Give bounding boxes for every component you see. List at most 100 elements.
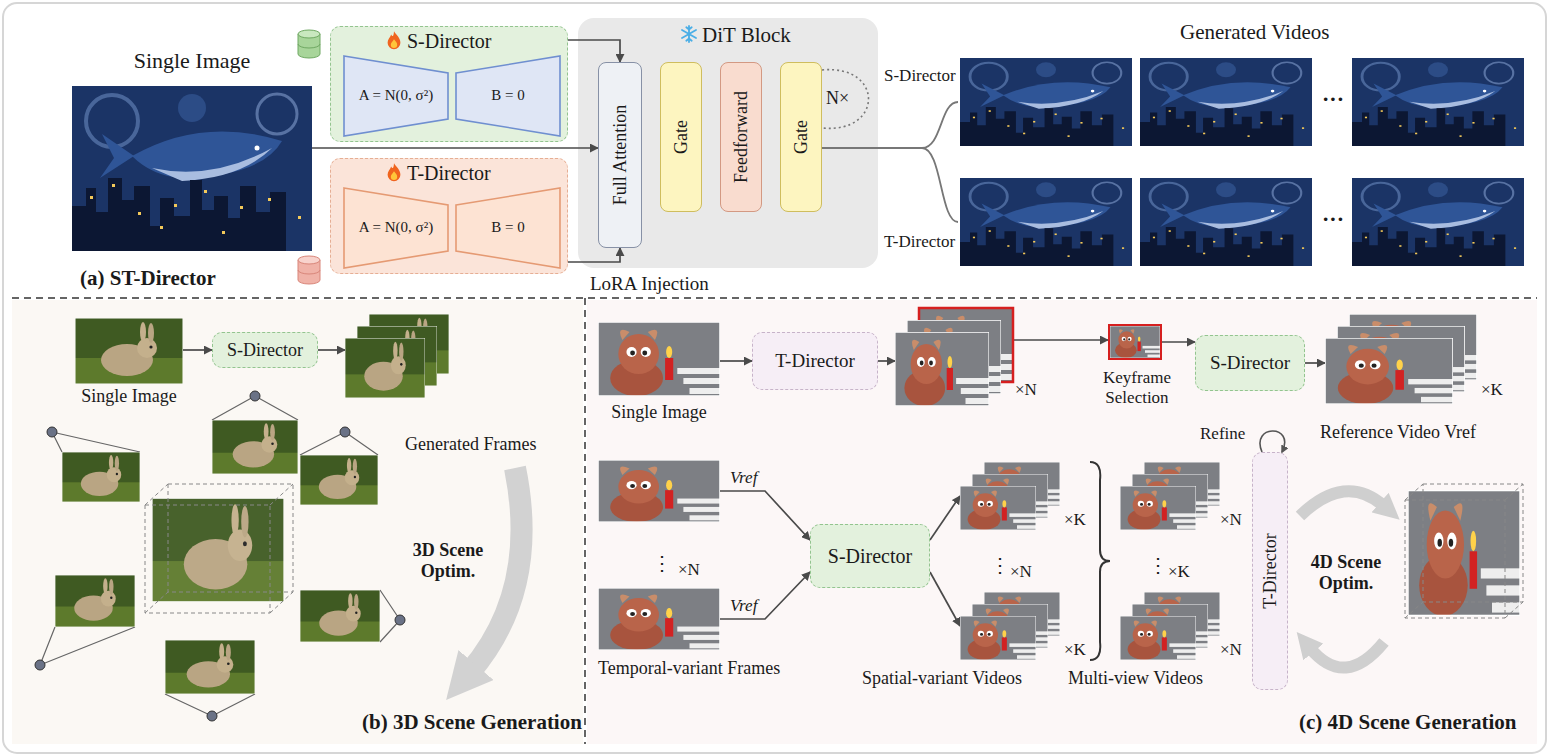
node-text: S-Director [828, 545, 912, 568]
encoder-trapezoid: A = N(0, σ²) [343, 55, 449, 137]
node-text: DiT Block [702, 23, 791, 47]
dit-ground [578, 18, 878, 268]
feedforward-layer: Feedforward [720, 62, 762, 212]
edge-label: Vref [728, 468, 759, 488]
optimization-arrow [1310, 642, 1384, 668]
text-label: S-Director [884, 66, 956, 86]
brace [1090, 462, 1110, 660]
camera-view [55, 420, 380, 694]
arrow-connector [1305, 362, 1325, 364]
arrow-connector [720, 572, 810, 619]
text-label: ⋮ [652, 552, 672, 575]
text-label: 4D Scene Optim. [1303, 552, 1389, 593]
node-text: S-Director [1210, 352, 1290, 374]
arrow-connector [318, 349, 345, 351]
node-text: Keyframe Selection [1084, 368, 1190, 407]
arrow-connector [568, 248, 620, 262]
scene-cube [1405, 484, 1523, 618]
separator-line [12, 298, 1537, 744]
trapezoid-outline [456, 188, 560, 268]
panel-ground [12, 300, 583, 744]
panel-region: (a) ST-Director Single Image S-Director A =… [12, 12, 1537, 296]
edge-label: Vref [728, 596, 759, 616]
input-image [598, 322, 720, 396]
optimization-arrow [470, 468, 522, 672]
node-text: Temporal-variant Frames [598, 658, 780, 679]
input-image [72, 86, 312, 257]
text-label: LoRA Injection [590, 273, 709, 295]
node-text: Spatial-variant Videos [862, 668, 1022, 689]
temporal-frame [598, 460, 720, 650]
optimization-arrow [1300, 491, 1384, 516]
encoder-trapezoid: A = N(0, σ²) [343, 187, 449, 269]
lora-module: S-DirectorA = N(0, σ²)B = 0 [330, 26, 568, 142]
node-text: Gate [791, 120, 812, 154]
frame-stack [345, 314, 449, 398]
node-text: ×K [1168, 562, 1190, 582]
image-node: Single Image [72, 86, 312, 251]
node-text: ×N [1015, 380, 1037, 400]
node-text: (b) 3D Scene Generation [362, 710, 582, 734]
node-text: Single Image [81, 386, 176, 407]
node-text: A = N(0, σ²) [359, 219, 433, 236]
camera-dot [35, 391, 405, 721]
arrow-connector [312, 147, 598, 149]
video-column: ×K×N×KSpatial-variant Videos [960, 462, 1060, 660]
node-text: Gate [671, 120, 692, 154]
decoder-trapezoid: B = 0 [455, 187, 561, 269]
node-text: B = 0 [491, 219, 524, 236]
frozen-icon [682, 26, 696, 42]
decoder-trapezoid: B = 0 [455, 55, 561, 137]
node-text: B = 0 [491, 87, 524, 104]
arrow-connector [878, 360, 895, 362]
node-text: Reference Video Vref [1320, 422, 1476, 443]
node-text: T-Director [407, 162, 491, 185]
node-text: Generated Frames [405, 434, 536, 455]
node-text: ×N [1220, 510, 1242, 530]
arrow-connector [1013, 339, 1108, 341]
arrow-connector [930, 572, 960, 626]
arrow-connector [183, 349, 212, 351]
node-text: Multi-view Videos [1068, 668, 1203, 689]
frame-stack: ×N [895, 308, 1013, 406]
keyframe-image [1110, 326, 1160, 358]
panel-region: (c) 4D Scene GenerationSingle ImageT-Dir… [587, 300, 1537, 744]
node-text: Feedforward [731, 91, 752, 183]
gate-layer: Gate [780, 62, 822, 212]
refine-module: T-Director [1252, 452, 1288, 690]
gate-layer: Gate [660, 62, 702, 212]
image-node: Single Image [598, 322, 720, 396]
trainable-icon [388, 31, 401, 181]
node-text: (a) ST-Director [80, 266, 216, 290]
node-text: ×K [1064, 510, 1086, 530]
arrow-connector [930, 496, 960, 540]
text-label: T-Director [884, 232, 955, 252]
text-label: N× [826, 88, 849, 109]
input-image [75, 318, 183, 384]
text-label: Generated Videos [1180, 20, 1329, 44]
node-text: ×N [1220, 640, 1242, 660]
panel-region: (b) 3D Scene Generation Single Image S-Dir… [12, 300, 583, 744]
database-icon [298, 30, 320, 58]
node-text: T-Director [775, 350, 855, 372]
node-text: ×K [1064, 640, 1086, 660]
arrow-connector [720, 360, 752, 362]
node-text: ×N [678, 560, 700, 580]
node-text: (c) 4D Scene Generation [1299, 710, 1517, 734]
text-label: ⋮ [1148, 554, 1168, 577]
node-text: Full Attention [610, 105, 631, 206]
output-line [822, 102, 958, 222]
node-text: ×N [1010, 562, 1032, 582]
node-text: S-Director [227, 340, 303, 361]
arrow-connector [568, 40, 620, 62]
trapezoid-outline [344, 56, 448, 136]
node-text: T-Director [1260, 533, 1281, 608]
keyframe: Keyframe Selection [1108, 324, 1162, 360]
panel-ground [587, 300, 1537, 744]
lora-module: S-Director [810, 524, 930, 588]
attention-layer: Full Attention [598, 62, 642, 248]
frame-stack: ×KReference Video Vref [1325, 314, 1477, 404]
